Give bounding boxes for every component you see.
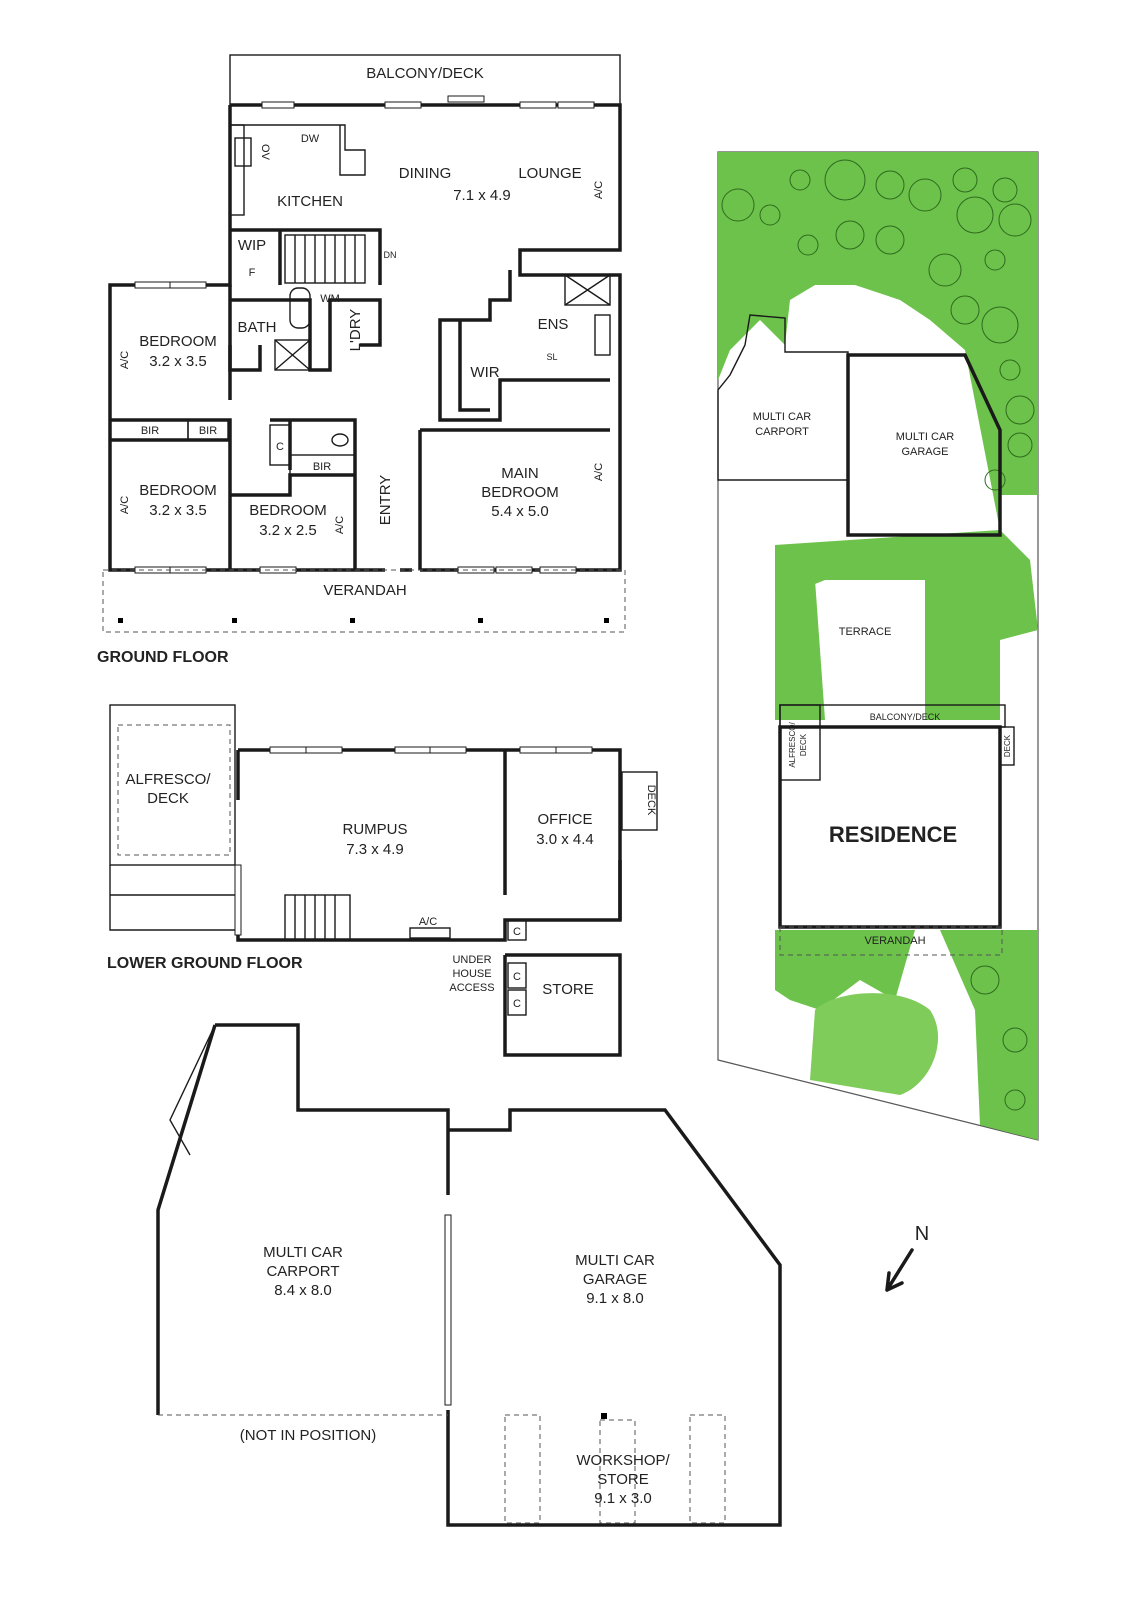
office-label: OFFICE <box>538 811 593 828</box>
workshop-label-1: WORKSHOP/ <box>576 1452 670 1469</box>
garage-label-2: GARAGE <box>583 1271 647 1288</box>
site-balcony: BALCONY/DECK <box>870 712 941 722</box>
store-c1: C <box>513 971 521 983</box>
rumpus-label: RUMPUS <box>342 821 407 838</box>
wip-label: WIP <box>238 237 266 254</box>
main-bed-label: BEDROOM <box>481 484 559 501</box>
stairs-lower <box>284 894 351 941</box>
site-plan: MULTI CAR CARPORT MULTI CAR GARAGE TERRA… <box>717 151 1039 1141</box>
under-2: HOUSE <box>452 968 491 980</box>
garage-label-1: MULTI CAR <box>575 1252 655 1269</box>
site-verandah: VERANDAH <box>864 935 925 947</box>
workshop-label-2: STORE <box>597 1471 648 1488</box>
lounge-label: LOUNGE <box>518 165 581 182</box>
balcony-label: BALCONY/DECK <box>366 65 484 82</box>
lower-ground-floor-plan: ALFRESCO/ DECK DECK RUMPUS 7.3 x 4.9 A/C… <box>107 704 658 1057</box>
lower-outer-walls <box>236 748 622 942</box>
dining-size: 7.1 x 4.9 <box>453 187 511 204</box>
carport-size: 8.4 x 8.0 <box>274 1282 332 1299</box>
office-size: 3.0 x 4.4 <box>536 831 594 848</box>
ground-floor-plan: BALCONY/DECK OV DW KITCHEN DINING LOUNGE… <box>97 54 626 666</box>
workshop-size: 9.1 x 3.0 <box>594 1490 652 1507</box>
bed3-label: BEDROOM <box>249 502 327 519</box>
laundry-label: L'DRY <box>347 309 364 352</box>
lower-floor-title: LOWER GROUND FLOOR <box>107 955 303 972</box>
bath-label: BATH <box>238 319 277 336</box>
site-garage-1: MULTI CAR <box>896 431 955 443</box>
bed3-size: 3.2 x 2.5 <box>259 522 317 539</box>
site-terrace: TERRACE <box>839 626 892 638</box>
ground-floor-title: GROUND FLOOR <box>97 649 229 666</box>
bed2-label: BEDROOM <box>139 482 217 499</box>
carport-label-2: CARPORT <box>266 1263 339 1280</box>
ac-rumpus: A/C <box>419 916 437 928</box>
not-in-position: (NOT IN POSITION) <box>240 1427 376 1444</box>
site-carport-1: MULTI CAR <box>753 411 812 423</box>
bed2-size: 3.2 x 3.5 <box>149 502 207 519</box>
ground-outer-walls <box>108 103 622 572</box>
entry-label: ENTRY <box>377 475 394 526</box>
closet-label: C <box>276 441 284 453</box>
ac-bed2: A/C <box>119 496 131 514</box>
store-label: STORE <box>542 981 593 998</box>
site-alfresco-2: DECK <box>799 733 808 756</box>
bed1-size: 3.2 x 3.5 <box>149 353 207 370</box>
wir-label: WIR <box>470 364 499 381</box>
verandah-label: VERANDAH <box>323 582 406 599</box>
lower-closet: C <box>513 926 521 938</box>
kitchen-label: KITCHEN <box>277 193 343 210</box>
bir-1: BIR <box>141 425 159 437</box>
carport-label-1: MULTI CAR <box>263 1244 343 1261</box>
ac-bed1: A/C <box>119 351 131 369</box>
dn-label: DN <box>384 250 397 260</box>
site-carport-2: CARPORT <box>755 426 809 438</box>
main-size: 5.4 x 5.0 <box>491 503 549 520</box>
alfresco-label-2: DECK <box>147 790 189 807</box>
alfresco-label: ALFRESCO/ <box>125 771 211 788</box>
bir-2: BIR <box>199 425 217 437</box>
garage-outer-walls <box>156 1023 782 1527</box>
main-label: MAIN <box>501 465 539 482</box>
wm-label: WM <box>320 293 340 305</box>
ac-bed3: A/C <box>334 516 346 534</box>
site-garage-2: GARAGE <box>901 446 948 458</box>
dishwasher-label: DW <box>301 133 320 145</box>
garage-plan: MULTI CAR CARPORT 8.4 x 8.0 MULTI CAR GA… <box>156 1023 782 1527</box>
residence-label: RESIDENCE <box>829 822 957 847</box>
alfresco-deck <box>109 704 236 866</box>
bed1-label: BEDROOM <box>139 333 217 350</box>
verandah <box>102 569 626 633</box>
store-c2: C <box>513 998 521 1010</box>
ens-label: ENS <box>538 316 569 333</box>
oven-label: OV <box>259 144 271 161</box>
dining-label: DINING <box>399 165 452 182</box>
under-3: ACCESS <box>449 982 494 994</box>
sl-label: SL <box>546 352 557 362</box>
site-deck: DECK <box>1003 734 1012 757</box>
lower-deck-label: DECK <box>645 785 657 816</box>
ac-lounge: A/C <box>593 181 605 199</box>
bir-3: BIR <box>313 461 331 473</box>
ac-main: A/C <box>593 463 605 481</box>
fridge-label: F <box>249 267 256 279</box>
garage-size: 9.1 x 8.0 <box>586 1290 644 1307</box>
rumpus-size: 7.3 x 4.9 <box>346 841 404 858</box>
site-alfresco-1: ALFRESCO/ <box>788 722 797 768</box>
north-label: N <box>915 1223 929 1245</box>
north-arrow-icon: N <box>885 1223 929 1292</box>
under-1: UNDER <box>452 954 491 966</box>
